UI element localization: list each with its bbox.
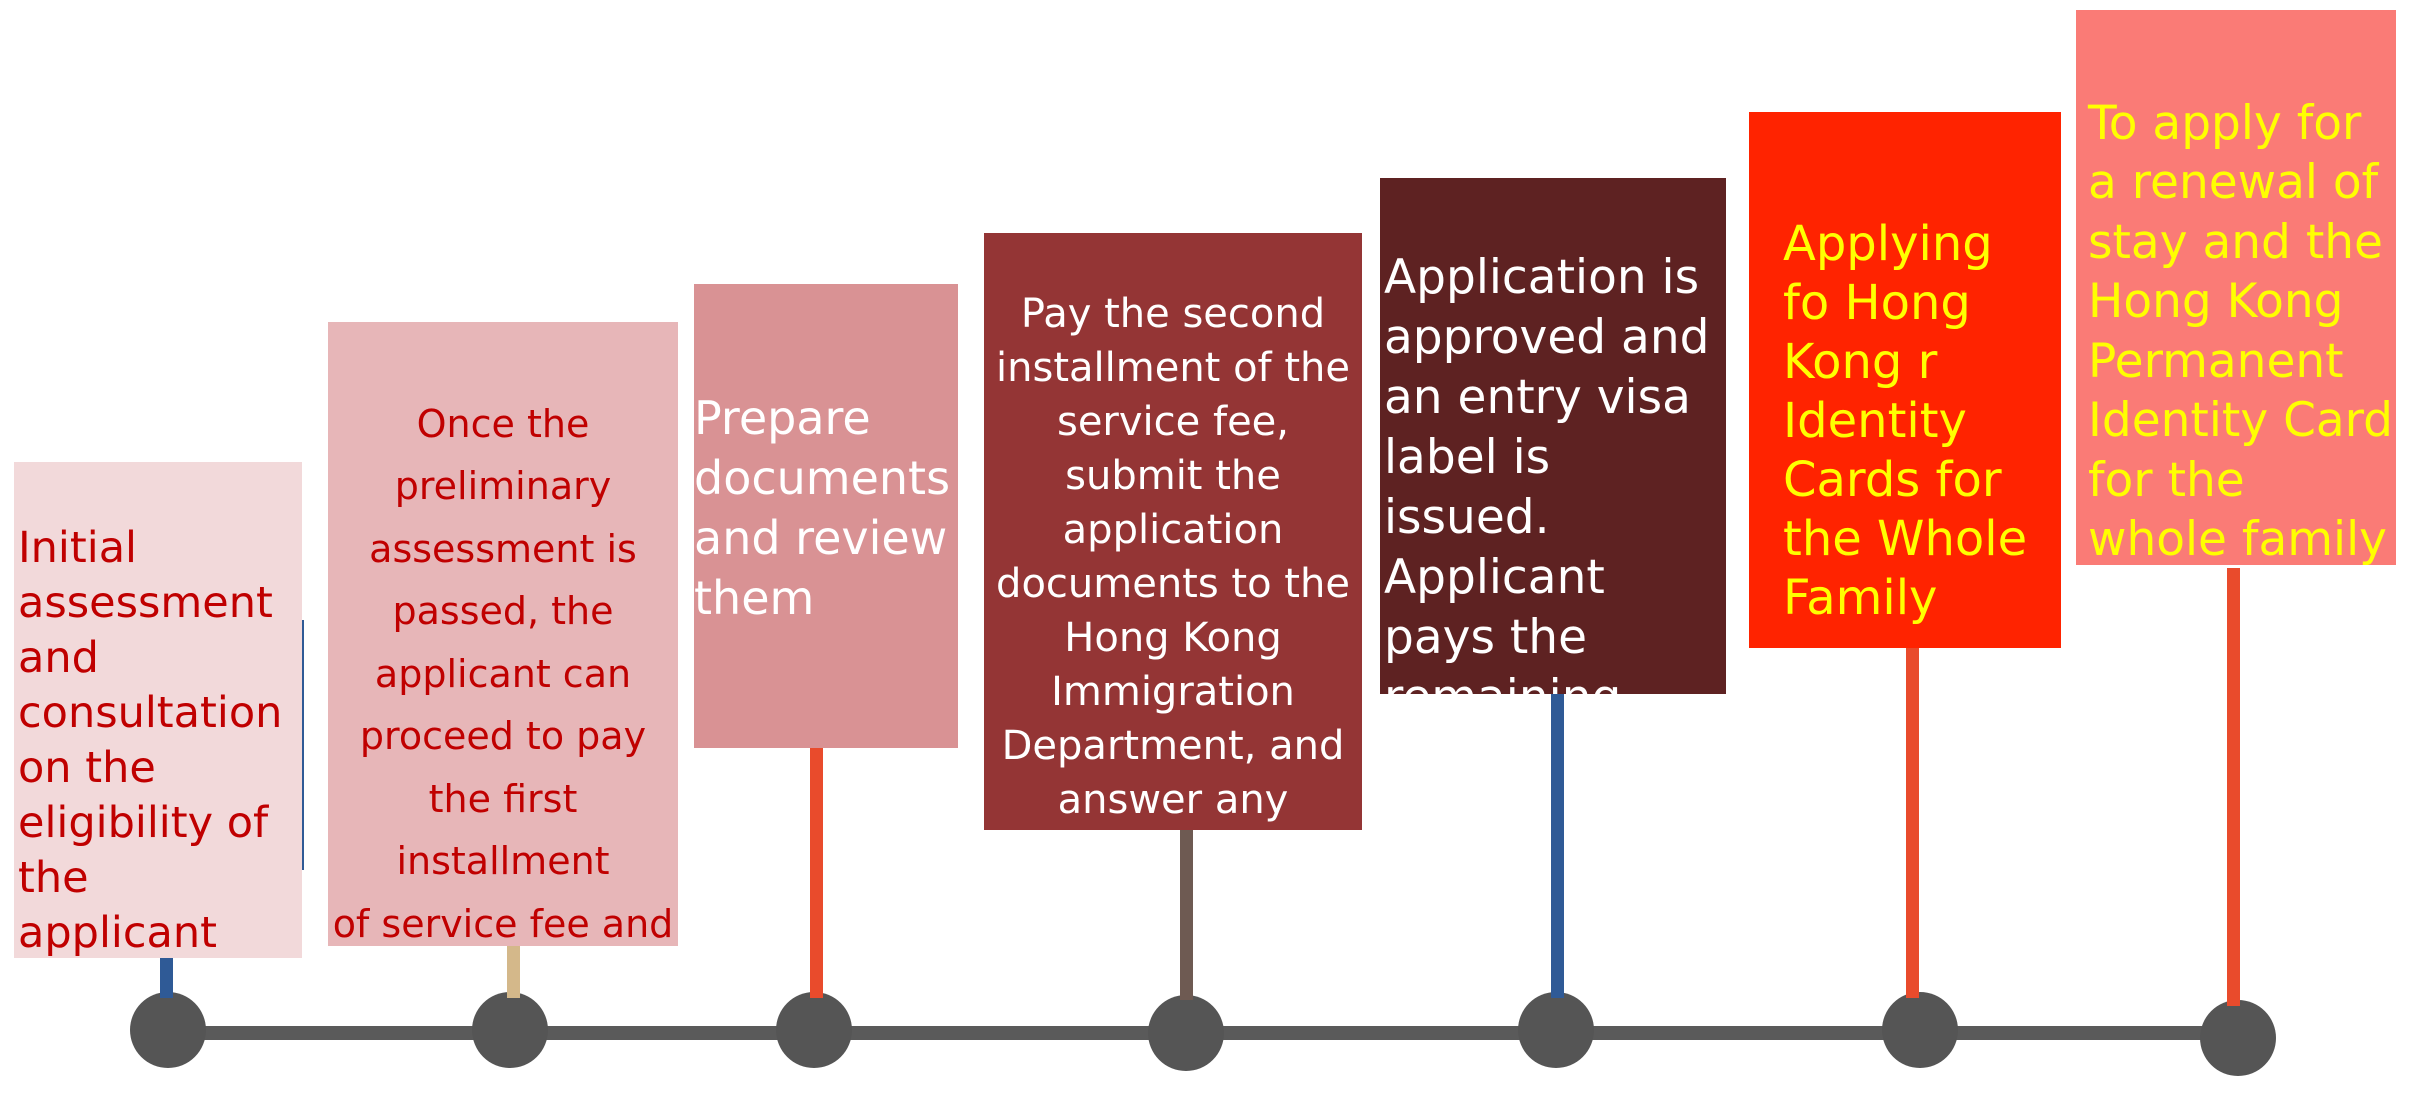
- timeline-stem-1-side: [300, 620, 304, 870]
- step-text-6: Applying fo Hong Kong r Identity Cards f…: [1783, 216, 2028, 626]
- step-text-7: To apply for a renewal of stay and the H…: [2088, 95, 2394, 566]
- timeline-node-2: [472, 992, 548, 1068]
- step-box-4: Pay the second installment of the servic…: [984, 233, 1362, 830]
- step-box-7: To apply for a renewal of stay and the H…: [2076, 10, 2396, 565]
- step-box-1: Initial assessment and consultation on t…: [14, 462, 302, 958]
- timeline-stem-3: [810, 748, 823, 998]
- timeline-stem-1: [160, 958, 173, 998]
- step-text-4: Pay the second installment of the servic…: [996, 291, 1350, 823]
- step-text-1: Initial assessment and consultation on t…: [18, 523, 283, 958]
- timeline-node-4: [1148, 995, 1224, 1071]
- timeline-node-6: [1882, 992, 1958, 1068]
- timeline-stem-7: [2227, 568, 2240, 1006]
- step-text-5: Application is approved and an entry vis…: [1384, 250, 1710, 694]
- step-box-6: Applying fo Hong Kong r Identity Cards f…: [1749, 112, 2061, 648]
- timeline-node-3: [776, 992, 852, 1068]
- timeline-stem-4: [1180, 830, 1193, 1000]
- timeline-stem-5: [1551, 694, 1564, 998]
- timeline-stem-6: [1906, 610, 1919, 998]
- timeline-stem-2: [507, 946, 520, 998]
- step-box-5: Application is approved and an entry vis…: [1380, 178, 1726, 694]
- step-text-3: Prepare documents and review them: [694, 391, 951, 625]
- step-box-3: Prepare documents and review them: [694, 284, 958, 748]
- step-text-2: Once the preliminary assessment is passe…: [332, 401, 674, 946]
- timeline-node-5: [1518, 992, 1594, 1068]
- timeline-node-1: [130, 992, 206, 1068]
- timeline-node-7: [2200, 1000, 2276, 1076]
- step-box-2: Once the preliminary assessment is passe…: [328, 322, 678, 946]
